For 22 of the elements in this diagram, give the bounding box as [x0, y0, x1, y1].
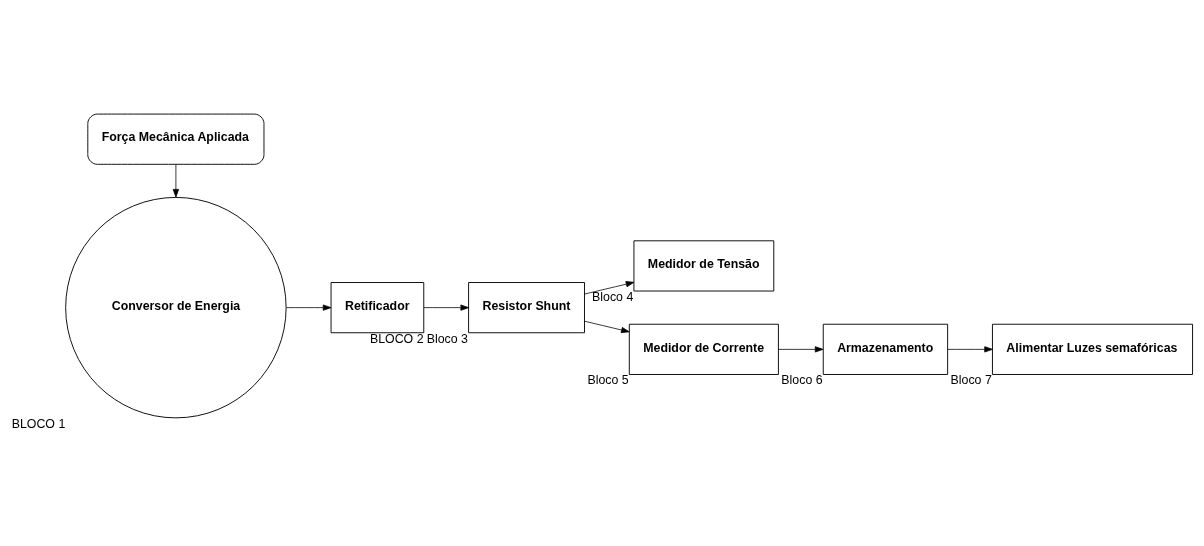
node-label: BLOCO 1 [11, 416, 66, 431]
node-box: Força Mecânica Aplicada [87, 113, 265, 165]
node-label: BLOCO 2 [369, 331, 424, 346]
node-box: Resistor Shunt [468, 282, 585, 334]
arrow [584, 281, 635, 295]
node-circle: Conversor de Energia [65, 196, 287, 419]
node-box: Retificador [330, 282, 425, 334]
node-box: Alimentar Luzes semafóricas [991, 323, 1194, 375]
arrow [285, 304, 332, 311]
node-label: Bloco 5 [587, 373, 629, 388]
node-box: Medidor de Tensão [633, 240, 775, 292]
node-box: Armazenamento [822, 323, 949, 375]
arrow [778, 346, 824, 353]
arrow [947, 346, 993, 353]
node-label: Bloco 7 [950, 373, 992, 388]
node-label: Bloco 4 [592, 289, 634, 304]
node-label: Bloco 3 [426, 331, 468, 346]
arrow [172, 164, 179, 198]
arrow [584, 320, 630, 334]
node-label: Bloco 6 [781, 373, 823, 388]
arrow [423, 304, 469, 311]
node-box: Medidor de Corrente [628, 323, 779, 375]
